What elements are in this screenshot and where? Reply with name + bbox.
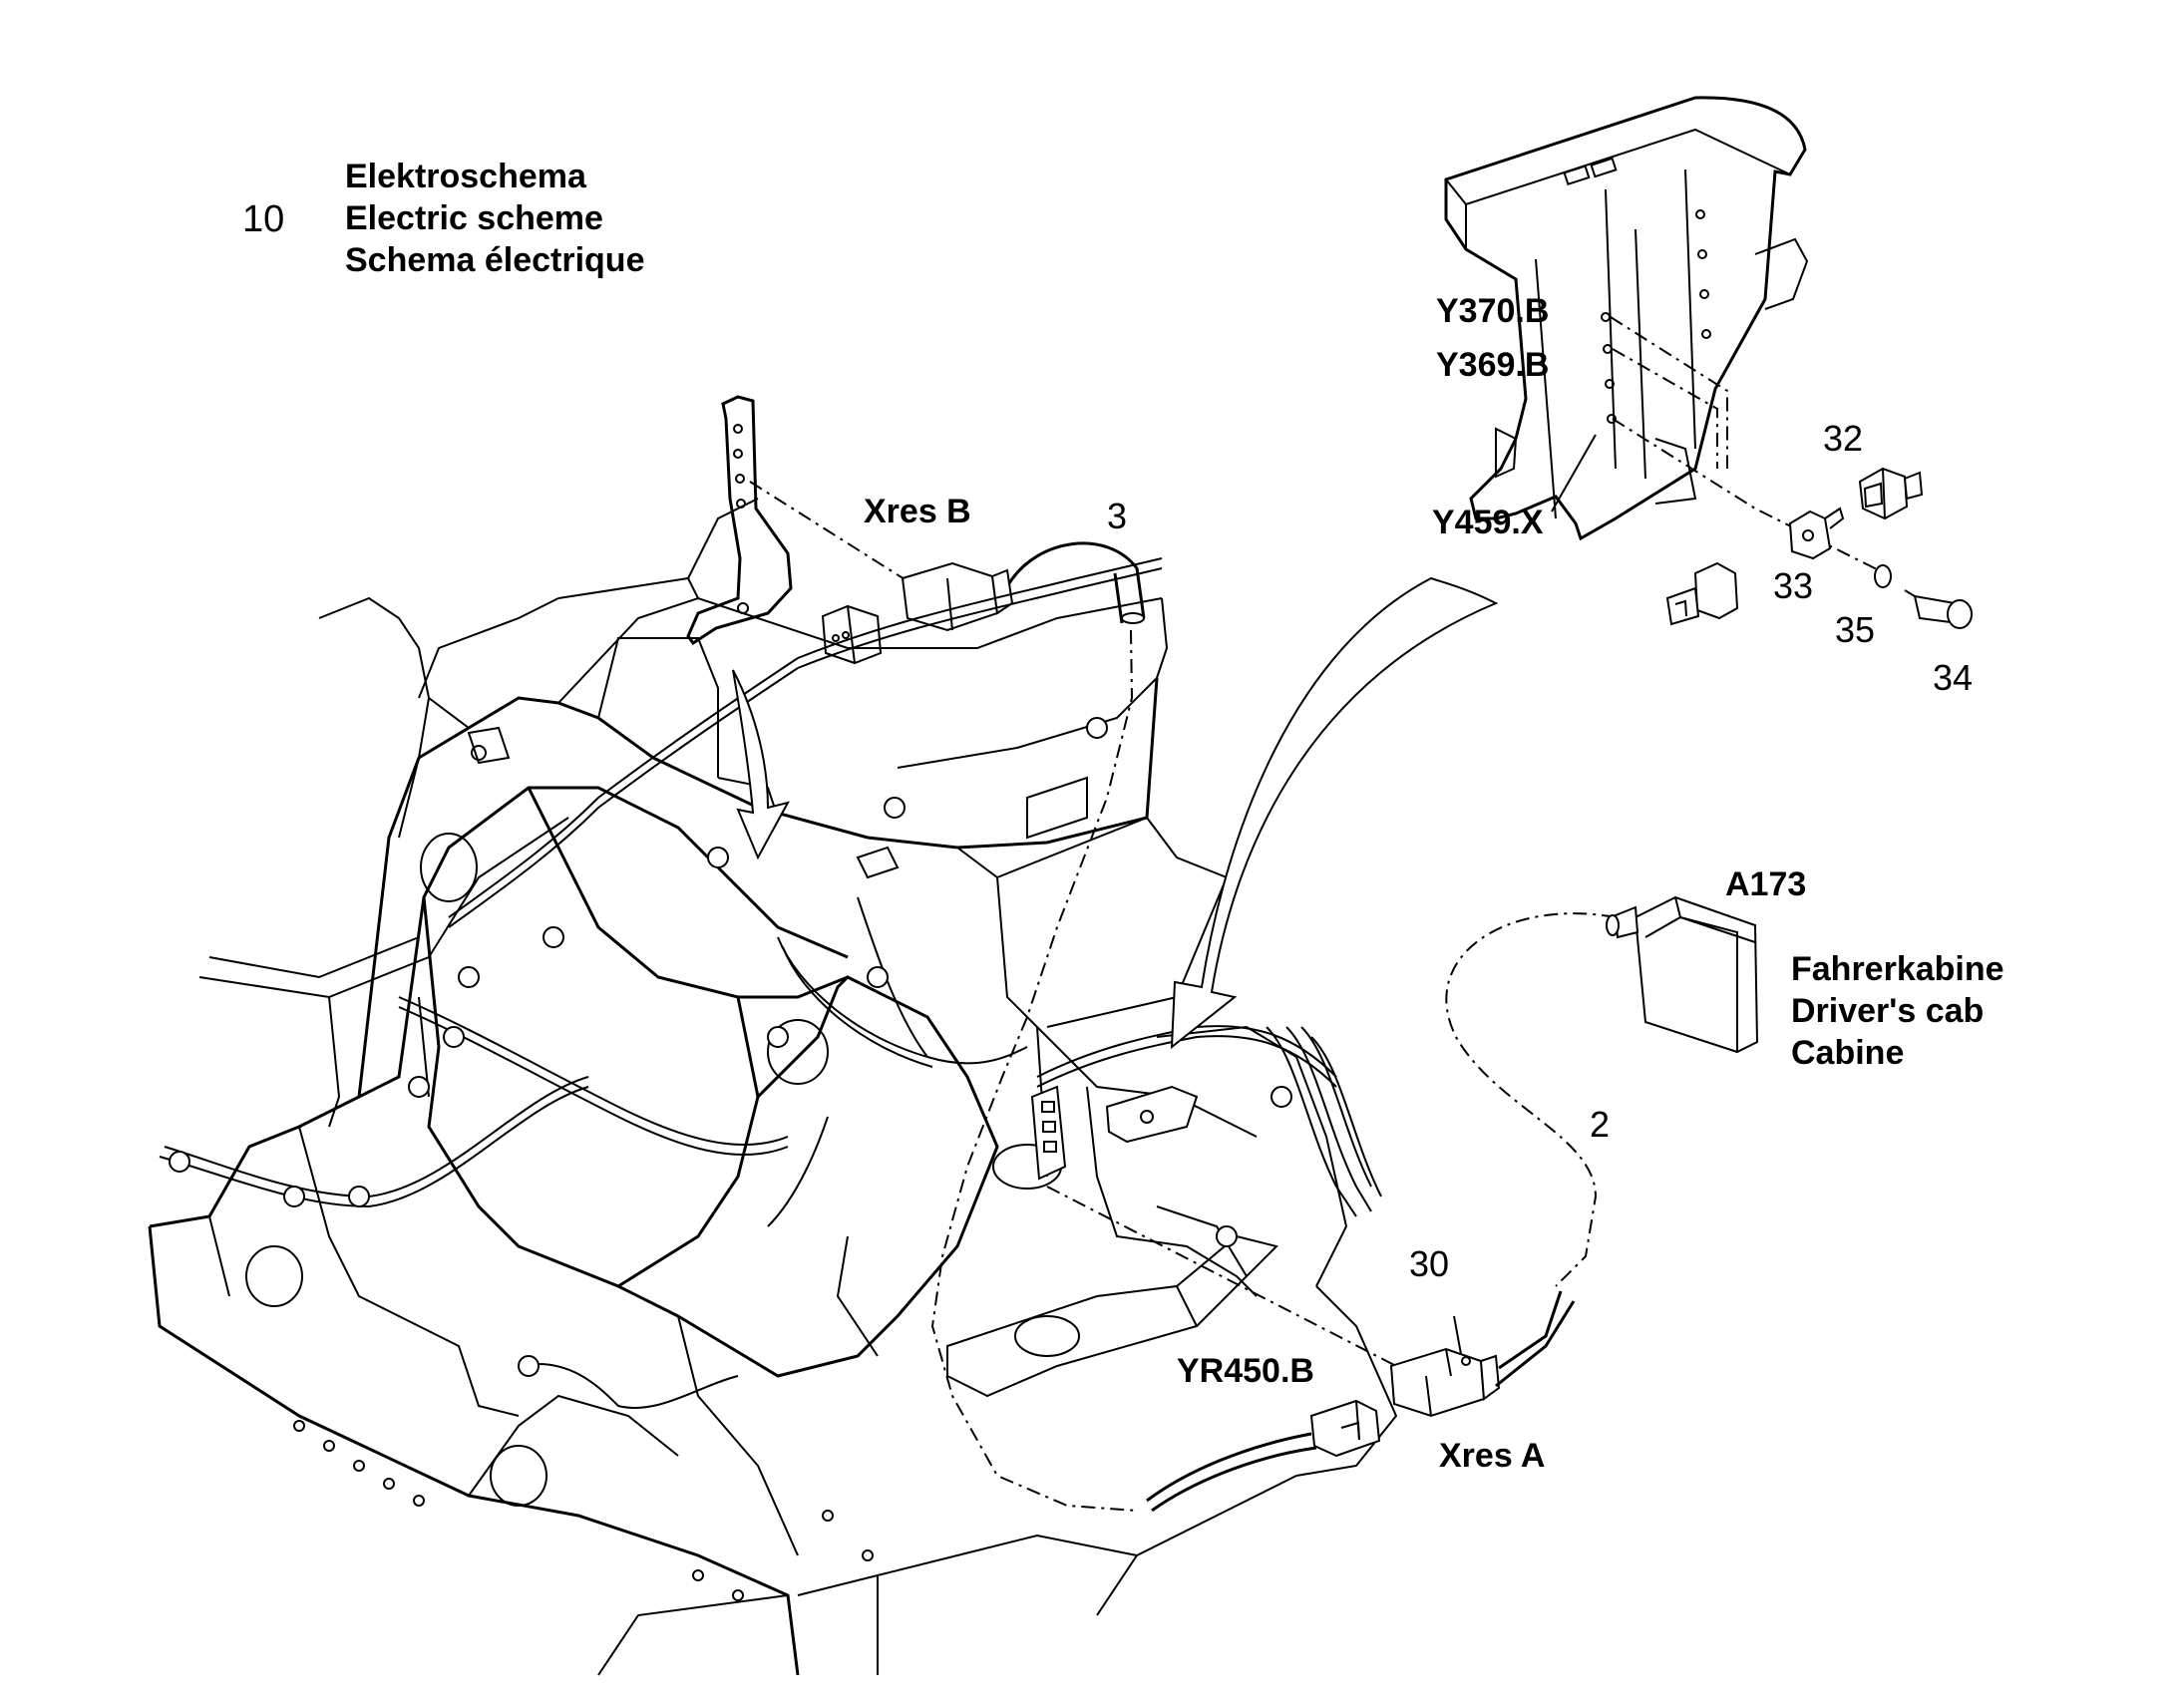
arrow-valve-plate <box>1170 576 1499 1050</box>
xres-a-connector <box>1389 1347 1501 1418</box>
cable-3 <box>1007 541 1146 619</box>
section-number: 10 <box>242 198 285 240</box>
cab-location: Fahrerkabine Driver's cab Cabine <box>1791 948 2004 1074</box>
leader-y370b <box>1610 316 1728 469</box>
chassis-holes <box>245 745 1062 1601</box>
wiring-harness <box>159 557 1382 1409</box>
yr450b-connector <box>1309 1399 1381 1458</box>
label-part-3: 3 <box>1107 496 1128 536</box>
label-part-2: 2 <box>1590 1104 1611 1145</box>
cab-french: Cabine <box>1791 1034 1905 1072</box>
label-a173: A173 <box>1725 865 1807 903</box>
leader-y459x <box>1612 418 1886 574</box>
label-y370b: Y370.B <box>1436 292 1550 330</box>
leader-30 <box>1453 1315 1462 1355</box>
terminal-block <box>1030 1085 1199 1181</box>
routing-cable-2 <box>1445 912 1617 1287</box>
title-german: Elektroschema <box>345 158 586 195</box>
bracket-33 <box>1788 507 1845 560</box>
label-part-30: 30 <box>1409 1243 1450 1284</box>
valve-mounting-plate <box>1444 96 1809 541</box>
solenoid-connector <box>1665 561 1739 626</box>
label-y459x: Y459.X <box>1432 504 1544 541</box>
cable-2 <box>1498 1290 1563 1370</box>
label-yr450b: YR450.B <box>1177 1352 1314 1390</box>
title-french: Schema électrique <box>345 241 645 279</box>
valve-connector-32 <box>1858 467 1924 520</box>
xres-b-bracket <box>686 395 793 646</box>
label-part-34: 34 <box>1933 657 1974 698</box>
label-xres-a: Xres A <box>1439 1437 1546 1475</box>
leader-xres-b <box>749 481 913 585</box>
label-xres-b: Xres B <box>864 493 971 530</box>
label-y369b: Y369.B <box>1436 346 1550 384</box>
cable-clamps <box>169 717 1292 1377</box>
routing-yr450b <box>1046 1186 1397 1367</box>
cab-german: Fahrerkabine <box>1791 950 2004 988</box>
xres-b-connector <box>901 561 1014 632</box>
screw-34 <box>1904 589 1973 629</box>
section-title: Elektroschema Electric scheme Schema éle… <box>345 156 644 281</box>
cable-yr450b <box>1146 1432 1312 1503</box>
leader-y369b <box>1612 348 1718 469</box>
cab-english: Driver's cab <box>1791 992 1985 1030</box>
arrow-xres-b <box>732 669 790 860</box>
label-part-32: 32 <box>1823 418 1864 459</box>
a173-control-unit <box>1606 895 1759 1054</box>
title-english: Electric scheme <box>345 199 603 237</box>
label-part-35: 35 <box>1835 609 1876 650</box>
washer-35 <box>1874 564 1892 588</box>
leader-y459x-pointer <box>1551 434 1597 512</box>
label-part-33: 33 <box>1773 565 1814 606</box>
